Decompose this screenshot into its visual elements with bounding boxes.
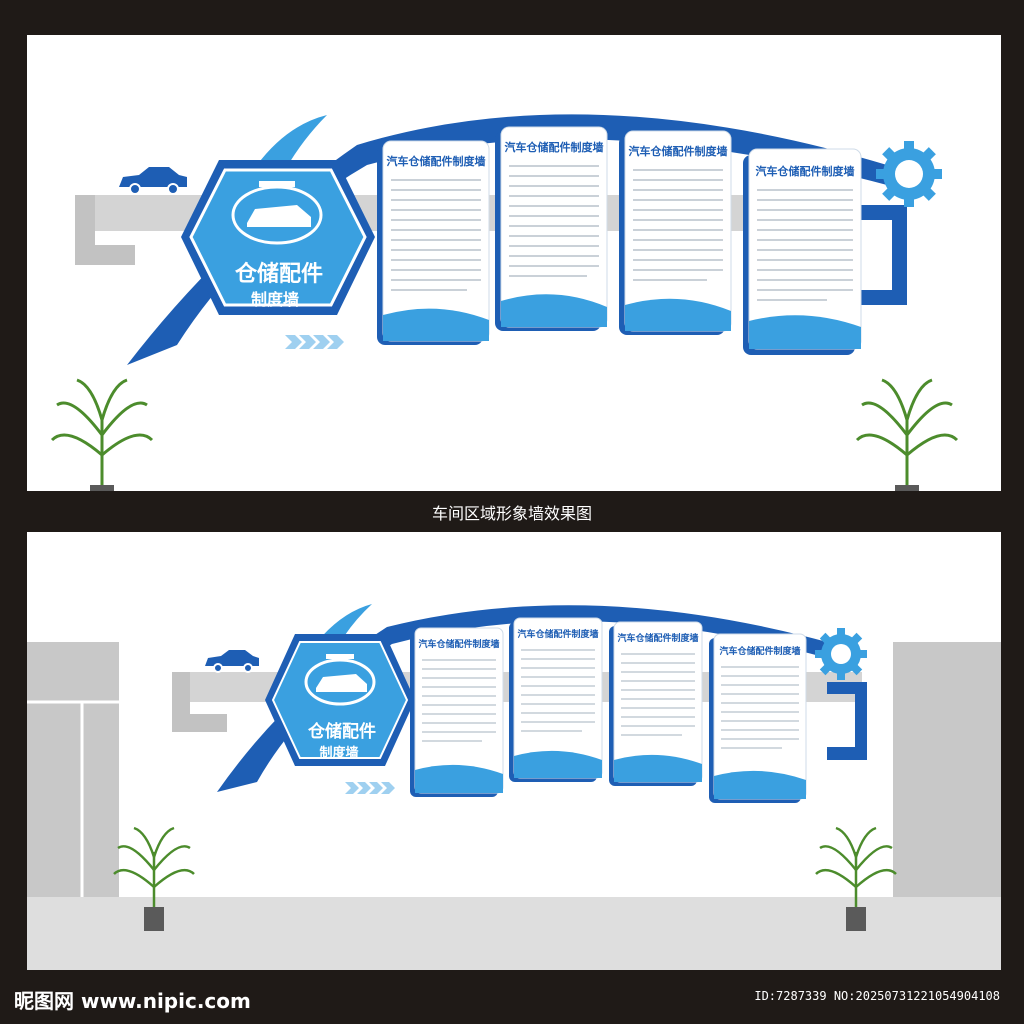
potted-plant-left xyxy=(50,378,154,513)
car-icon xyxy=(205,650,259,673)
board-2: 汽车仓储配件制度墙 xyxy=(509,617,603,782)
bottom-wall-illustration: 仓储配件 制度墙 汽车仓储配件制度墙 汽车仓储配件制度墙 xyxy=(27,604,1001,970)
hex-title: 仓储配件 xyxy=(234,261,323,287)
board-4: 汽车仓储配件制度墙 xyxy=(709,633,807,803)
top-scene-panel: 仓储配件 制度墙 汽车仓储配件制度墙 xyxy=(27,35,1001,513)
board-title: 汽车仓储配件制度墙 xyxy=(387,154,486,168)
car-wrench-icon xyxy=(231,181,323,245)
chevron-arrows-icon xyxy=(345,782,395,794)
board-title: 汽车仓储配件制度墙 xyxy=(418,638,499,650)
left-door xyxy=(27,642,119,897)
board-title: 汽车仓储配件制度墙 xyxy=(617,632,698,644)
board-3: 汽车仓储配件制度墙 xyxy=(619,130,732,335)
bottom-scene-panel: 仓储配件 制度墙 汽车仓储配件制度墙 汽车仓储配件制度墙 xyxy=(27,532,1001,970)
hex-subtitle: 制度墙 xyxy=(251,290,299,309)
potted-plant-right xyxy=(815,826,897,931)
car-wrench-icon xyxy=(304,654,376,706)
watermark-id: ID:7287339 NO:20250731221054904108 xyxy=(754,989,1000,1003)
hex-subtitle: 制度墙 xyxy=(319,745,358,761)
board-title: 汽车仓储配件制度墙 xyxy=(505,140,604,154)
watermark-site: 昵图网 www.nipic.com xyxy=(14,989,251,1013)
hex-logo xyxy=(181,160,375,315)
board-1: 汽车仓储配件制度墙 xyxy=(377,140,490,345)
board-3: 汽车仓储配件制度墙 xyxy=(609,621,703,786)
car-icon xyxy=(119,167,187,195)
potted-plant-left xyxy=(113,826,195,931)
right-door xyxy=(893,642,1001,897)
board-2: 汽车仓储配件制度墙 xyxy=(495,126,608,331)
hex-logo xyxy=(265,634,415,766)
board-title: 汽车仓储配件制度墙 xyxy=(517,628,598,640)
gear-icon xyxy=(876,141,942,207)
chevron-arrows-icon xyxy=(285,335,344,349)
board-1: 汽车仓储配件制度墙 xyxy=(410,627,504,797)
scene-caption: 车间区域形象墙效果图 xyxy=(431,504,592,523)
board-title: 汽车仓储配件制度墙 xyxy=(719,645,800,657)
floor xyxy=(27,897,1001,970)
board-title: 汽车仓储配件制度墙 xyxy=(629,144,728,158)
board-title: 汽车仓储配件制度墙 xyxy=(756,164,855,178)
board-4: 汽车仓储配件制度墙 xyxy=(743,148,862,355)
top-wall-illustration: 仓储配件 制度墙 汽车仓储配件制度墙 xyxy=(50,114,959,513)
gear-icon xyxy=(815,628,867,680)
hex-title: 仓储配件 xyxy=(307,721,376,742)
potted-plant-right xyxy=(855,378,959,513)
